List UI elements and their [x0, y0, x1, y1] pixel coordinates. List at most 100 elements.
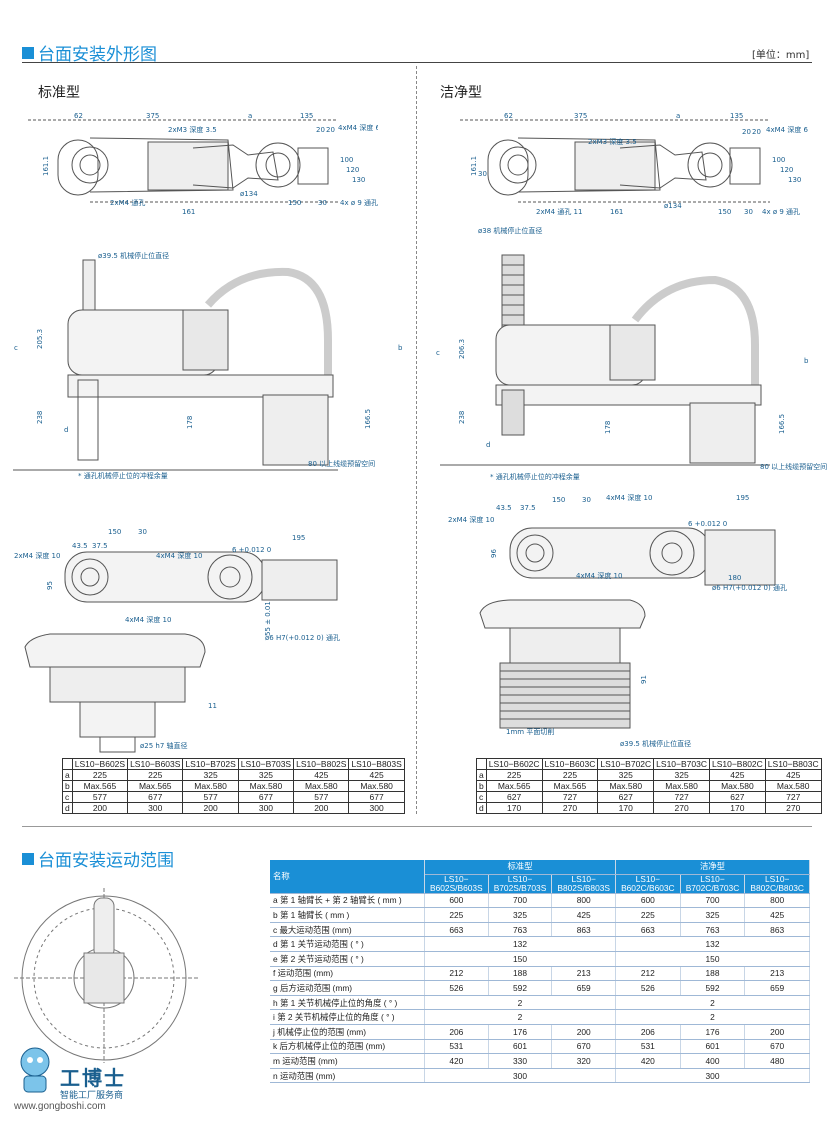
dim-43-5: 43.5	[496, 504, 512, 512]
dim-91: 91	[640, 675, 648, 684]
table-cell: 188	[680, 966, 746, 982]
standard-top-view-drawing: 62 375 a 135 2xM3 深度 3.5 4xM4 深度 6 20 20…	[28, 112, 378, 216]
section-divider	[22, 826, 812, 827]
dim-4x-phi9: 4x ø 9 通孔	[762, 207, 800, 216]
table-cell: 526	[615, 980, 681, 996]
table-cell: 627	[597, 791, 655, 803]
col-header: LS10−B703S	[237, 758, 295, 770]
dim-238: 238	[36, 411, 44, 424]
dim-43-5: 43.5	[72, 542, 88, 550]
table-cell: 2	[615, 995, 810, 1011]
dim-phi6-h7: ø6 H7(+0.012 0) 通孔	[265, 633, 340, 642]
dim-b: b	[398, 344, 403, 352]
table-cell: Max.565	[485, 780, 543, 792]
table-cell: 270	[764, 802, 822, 814]
table-cell: 225	[127, 769, 184, 781]
dim-30: 30	[478, 170, 487, 178]
dim-150: 150	[288, 199, 301, 207]
table-cell: 2	[424, 995, 617, 1011]
table-cell: 2	[424, 1009, 617, 1025]
table-cell: 320	[551, 1053, 617, 1069]
table-cell: 425	[744, 907, 810, 923]
dim-phi134: ø134	[664, 202, 682, 210]
col-header: LS10−B802S	[293, 758, 350, 770]
col-header: LS10−B703C	[653, 758, 710, 770]
dim-2xm4-through: 2xM4 通孔 11	[536, 207, 582, 216]
clean-side-view-drawing: ø38 机械停止位直径 c 206.3 b 238 178 166.5 d * …	[436, 226, 827, 481]
table-cell: 863	[551, 922, 617, 938]
table-cell: 225	[485, 769, 543, 781]
dim-161-1: 161.1	[470, 156, 478, 176]
dim-30: 30	[582, 496, 591, 504]
dim-130: 130	[352, 176, 365, 184]
table-cell: 659	[744, 980, 810, 996]
dim-6-tol: 6 +0.012 0	[232, 546, 271, 554]
standard-side-view-drawing: ø39.5 机械停止位直径 c 205.3 b 238 178 166.5 d …	[13, 251, 403, 480]
col-header	[62, 758, 73, 770]
table-cell: Max.580	[348, 780, 405, 792]
row-label: h 第 1 关节机械停止位的角度 ( ° )	[270, 995, 425, 1011]
table-cell: 425	[551, 907, 617, 923]
table-cell: 700	[488, 893, 553, 909]
table-cell: 577	[182, 791, 239, 803]
dim-205-3: 205.3	[36, 329, 44, 349]
dim-150: 150	[718, 208, 731, 216]
row-label: d 第 1 关节运动范围 ( ° )	[270, 936, 425, 952]
table-cell: 300	[348, 802, 405, 814]
dim-178: 178	[186, 416, 194, 429]
standard-detail-drawing: 150 30 2xM4 深度 10 43.5 37.5 4xM4 深度 10 6…	[14, 528, 340, 753]
clean-subtitle: 洁净型	[440, 85, 482, 101]
table-cell: 212	[424, 966, 489, 982]
dim-a: a	[676, 112, 680, 120]
dim-a: a	[248, 112, 252, 120]
table-cell: 592	[680, 980, 746, 996]
dim-150: 150	[552, 496, 565, 504]
table-cell: 600	[424, 893, 489, 909]
dim-55: 55 ± 0.01	[264, 601, 272, 636]
table-cell: 206	[424, 1024, 489, 1040]
row-label: a 第 1 轴臂长 + 第 2 轴臂长 ( mm )	[270, 893, 425, 909]
table-cell: 763	[680, 922, 746, 938]
logo-tagline: 智能工厂服务商	[60, 1091, 124, 1101]
standard-detail-labels: 150 30 2xM4 深度 10 43.5 37.5 4xM4 深度 10 6…	[14, 528, 340, 750]
table-cell: 212	[615, 966, 681, 982]
clean-top-view-drawing: 62 375 a 135 2xM3 深度 3.5 4xM4 深度 6 20 20…	[460, 112, 809, 216]
bellows-upper	[501, 254, 525, 336]
row-key: a	[476, 769, 487, 781]
logo-url: www.gongboshi.com	[14, 1101, 106, 1112]
dim-62: 62	[74, 112, 83, 120]
table-cell: 677	[127, 791, 184, 803]
table-cell: 663	[615, 922, 681, 938]
dim-b: b	[804, 357, 809, 365]
table-cell: 420	[424, 1053, 489, 1069]
dim-6-tol: 6 +0.012 0	[688, 520, 727, 528]
dim-161-1: 161.1	[42, 156, 50, 176]
model-header: LS10− B802S/B803S	[551, 874, 617, 894]
table-cell: 200	[71, 802, 129, 814]
dim-161: 161	[182, 208, 195, 216]
table-cell: 727	[764, 791, 822, 803]
spec-group-clean: 洁净型	[615, 860, 810, 875]
table-cell: 627	[485, 791, 543, 803]
col-header: LS10−B802C	[708, 758, 766, 770]
dim-2xm3: 2xM3 深度 3.5	[588, 137, 637, 146]
col-header: LS10−B702C	[597, 758, 655, 770]
row-key: c	[62, 791, 73, 803]
dim-166-5: 166.5	[778, 414, 786, 434]
dim-30: 30	[138, 528, 147, 536]
col-header: LS10−B803C	[764, 758, 822, 770]
section-title-outline: 台面安装外形图	[22, 40, 157, 65]
col-header: LS10−B602C	[485, 758, 543, 770]
dim-c: c	[14, 344, 18, 352]
table-cell: 176	[488, 1024, 553, 1040]
